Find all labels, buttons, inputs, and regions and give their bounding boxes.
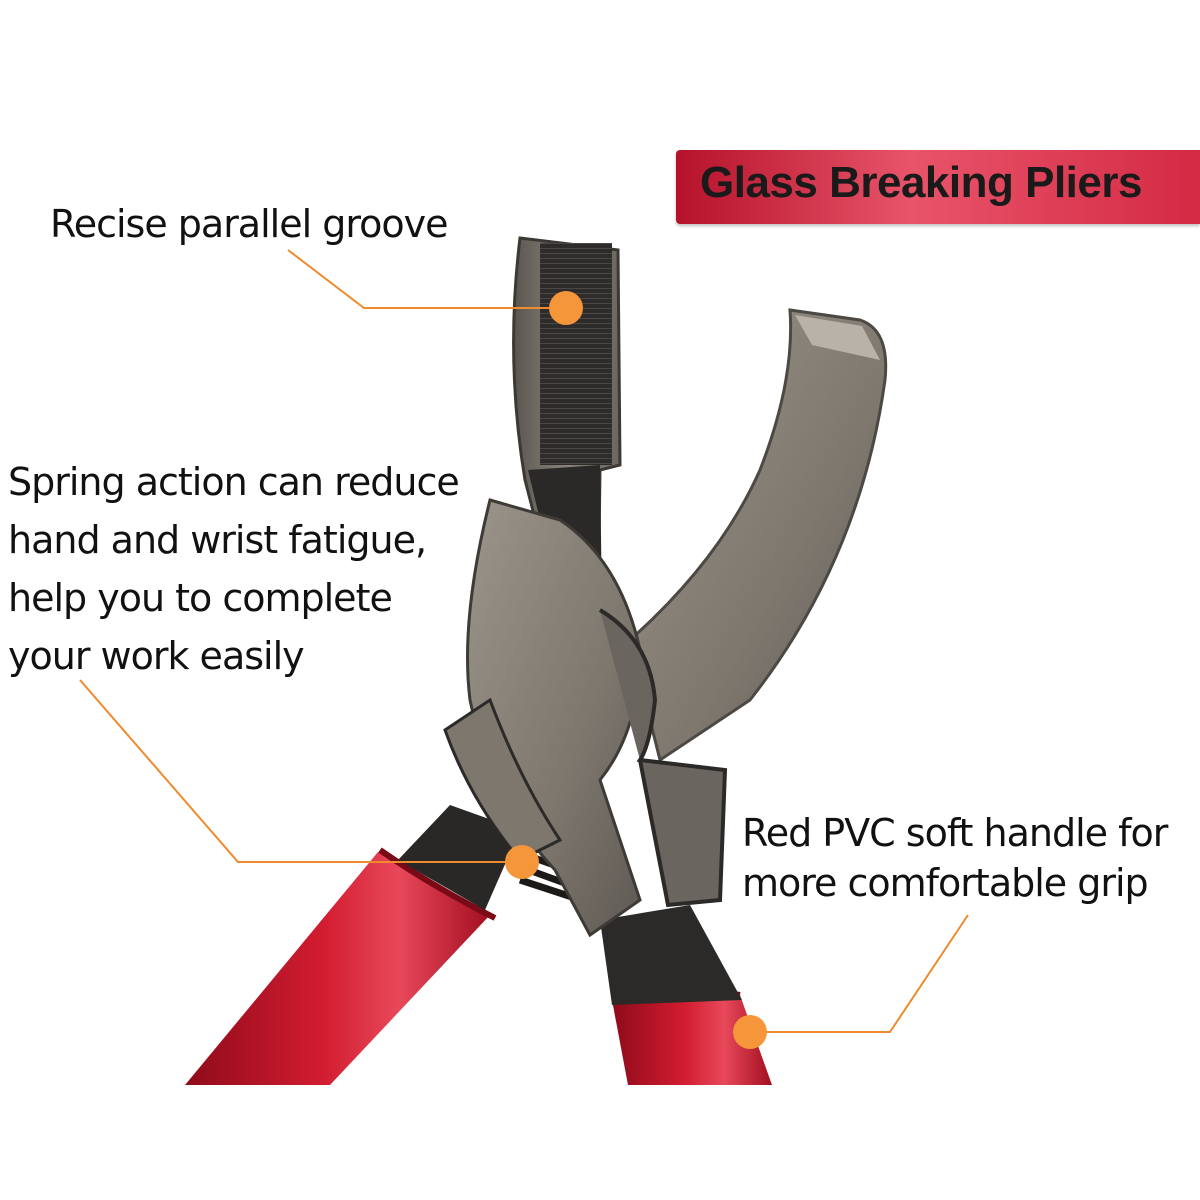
groove-face: [540, 243, 612, 465]
handle-callout: Red PVC soft handle for more comfortable…: [742, 808, 1168, 908]
spring-callout-line-3: help you to complete: [8, 576, 393, 620]
groove-callout-text: Recise parallel groove: [50, 202, 449, 246]
curved-jaw: [628, 308, 888, 763]
spring-leader-line: [79, 679, 522, 863]
groove-callout: Recise parallel groove: [50, 195, 449, 253]
right-shank: [600, 905, 742, 1005]
left-red-handle: [185, 847, 497, 1085]
lower-left-body: [443, 697, 563, 862]
left-shank: [398, 805, 520, 910]
title-text: Glass Breaking Pliers: [700, 158, 1142, 207]
handle-leader-line: [750, 914, 969, 1033]
pivot-body: [466, 498, 642, 938]
groove-dot: [549, 291, 583, 325]
handle-dot: [733, 1015, 767, 1049]
handle-callout-line-1: Red PVC soft handle for: [742, 811, 1168, 855]
spring-dot: [505, 845, 539, 879]
spring-callout-line-2: hand and wrist fatigue,: [8, 518, 427, 562]
title-banner: Glass Breaking Pliers: [676, 150, 1200, 224]
curved-jaw-top: [795, 315, 880, 360]
spring-callout-line-1: Spring action can reduce: [8, 460, 460, 504]
groove-leader-line: [287, 249, 566, 309]
handle-callout-line-2: more comfortable grip: [742, 861, 1149, 905]
spring-callout: Spring action can reduce hand and wrist …: [8, 453, 460, 685]
pivot-rivet: [598, 608, 728, 908]
spring-callout-line-4: your work easily: [8, 634, 305, 678]
callout-leaders: [79, 249, 969, 1049]
